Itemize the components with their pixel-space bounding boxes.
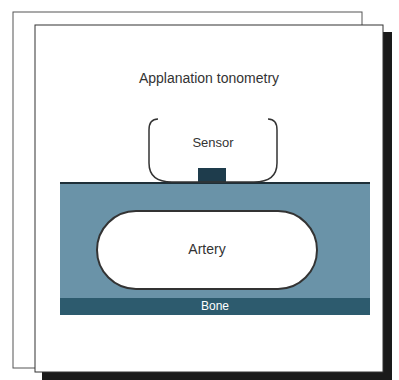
node-label: Sensor [192, 136, 233, 150]
bone-band: Bone [60, 298, 370, 315]
housing-outline [148, 118, 278, 183]
node-label: Artery [188, 242, 225, 257]
node-label: Bone [201, 300, 229, 313]
housing-outline-path [149, 119, 277, 182]
front-page [35, 25, 383, 372]
sensor-element [198, 168, 226, 183]
artery-box: Artery [96, 210, 318, 290]
diagram-title: Applanation tonometry [35, 70, 383, 86]
sensor-housing: Sensor [148, 118, 278, 183]
tissue-band [60, 183, 370, 315]
